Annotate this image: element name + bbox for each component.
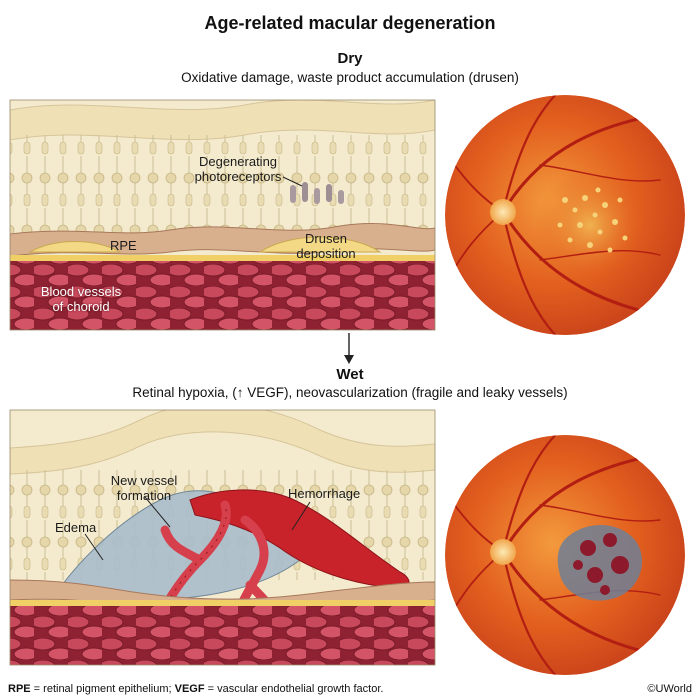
page-title: Age-related macular degeneration: [204, 13, 496, 33]
dry-fundus-image: [445, 95, 685, 335]
wet-fundus-image: [445, 435, 685, 675]
dry-description: Oxidative damage, waste product accumula…: [181, 70, 519, 85]
wet-description: Retinal hypoxia, (↑ VEGF), neovasculariz…: [132, 385, 568, 400]
abbreviation-footnote: RPE = retinal pigment epithelium; VEGF =…: [8, 683, 384, 695]
copyright-credit: ©UWorld: [647, 683, 692, 695]
dry-heading: Dry: [337, 50, 363, 67]
label-edema: Edema: [55, 520, 97, 535]
neovascular-lesion: [557, 524, 643, 601]
choroid-vessels: [10, 261, 435, 330]
label-degenerating-photoreceptors: Degenerating photoreceptors: [194, 154, 282, 184]
wet-heading: Wet: [336, 366, 364, 383]
degenerating-photoreceptors: [290, 182, 344, 204]
label-rpe: RPE: [110, 238, 137, 253]
label-new-vessel-formation: New vessel formation: [110, 473, 178, 503]
label-hemorrhage: Hemorrhage: [288, 486, 361, 501]
label-choroid-vessels: Blood vessels of choroid: [40, 284, 122, 314]
dry-retina-cross-section: [10, 100, 435, 330]
drusen-deposits: [28, 236, 382, 253]
wet-retina-cross-section: [10, 410, 435, 665]
label-drusen-deposition: Drusen deposition: [296, 231, 356, 261]
